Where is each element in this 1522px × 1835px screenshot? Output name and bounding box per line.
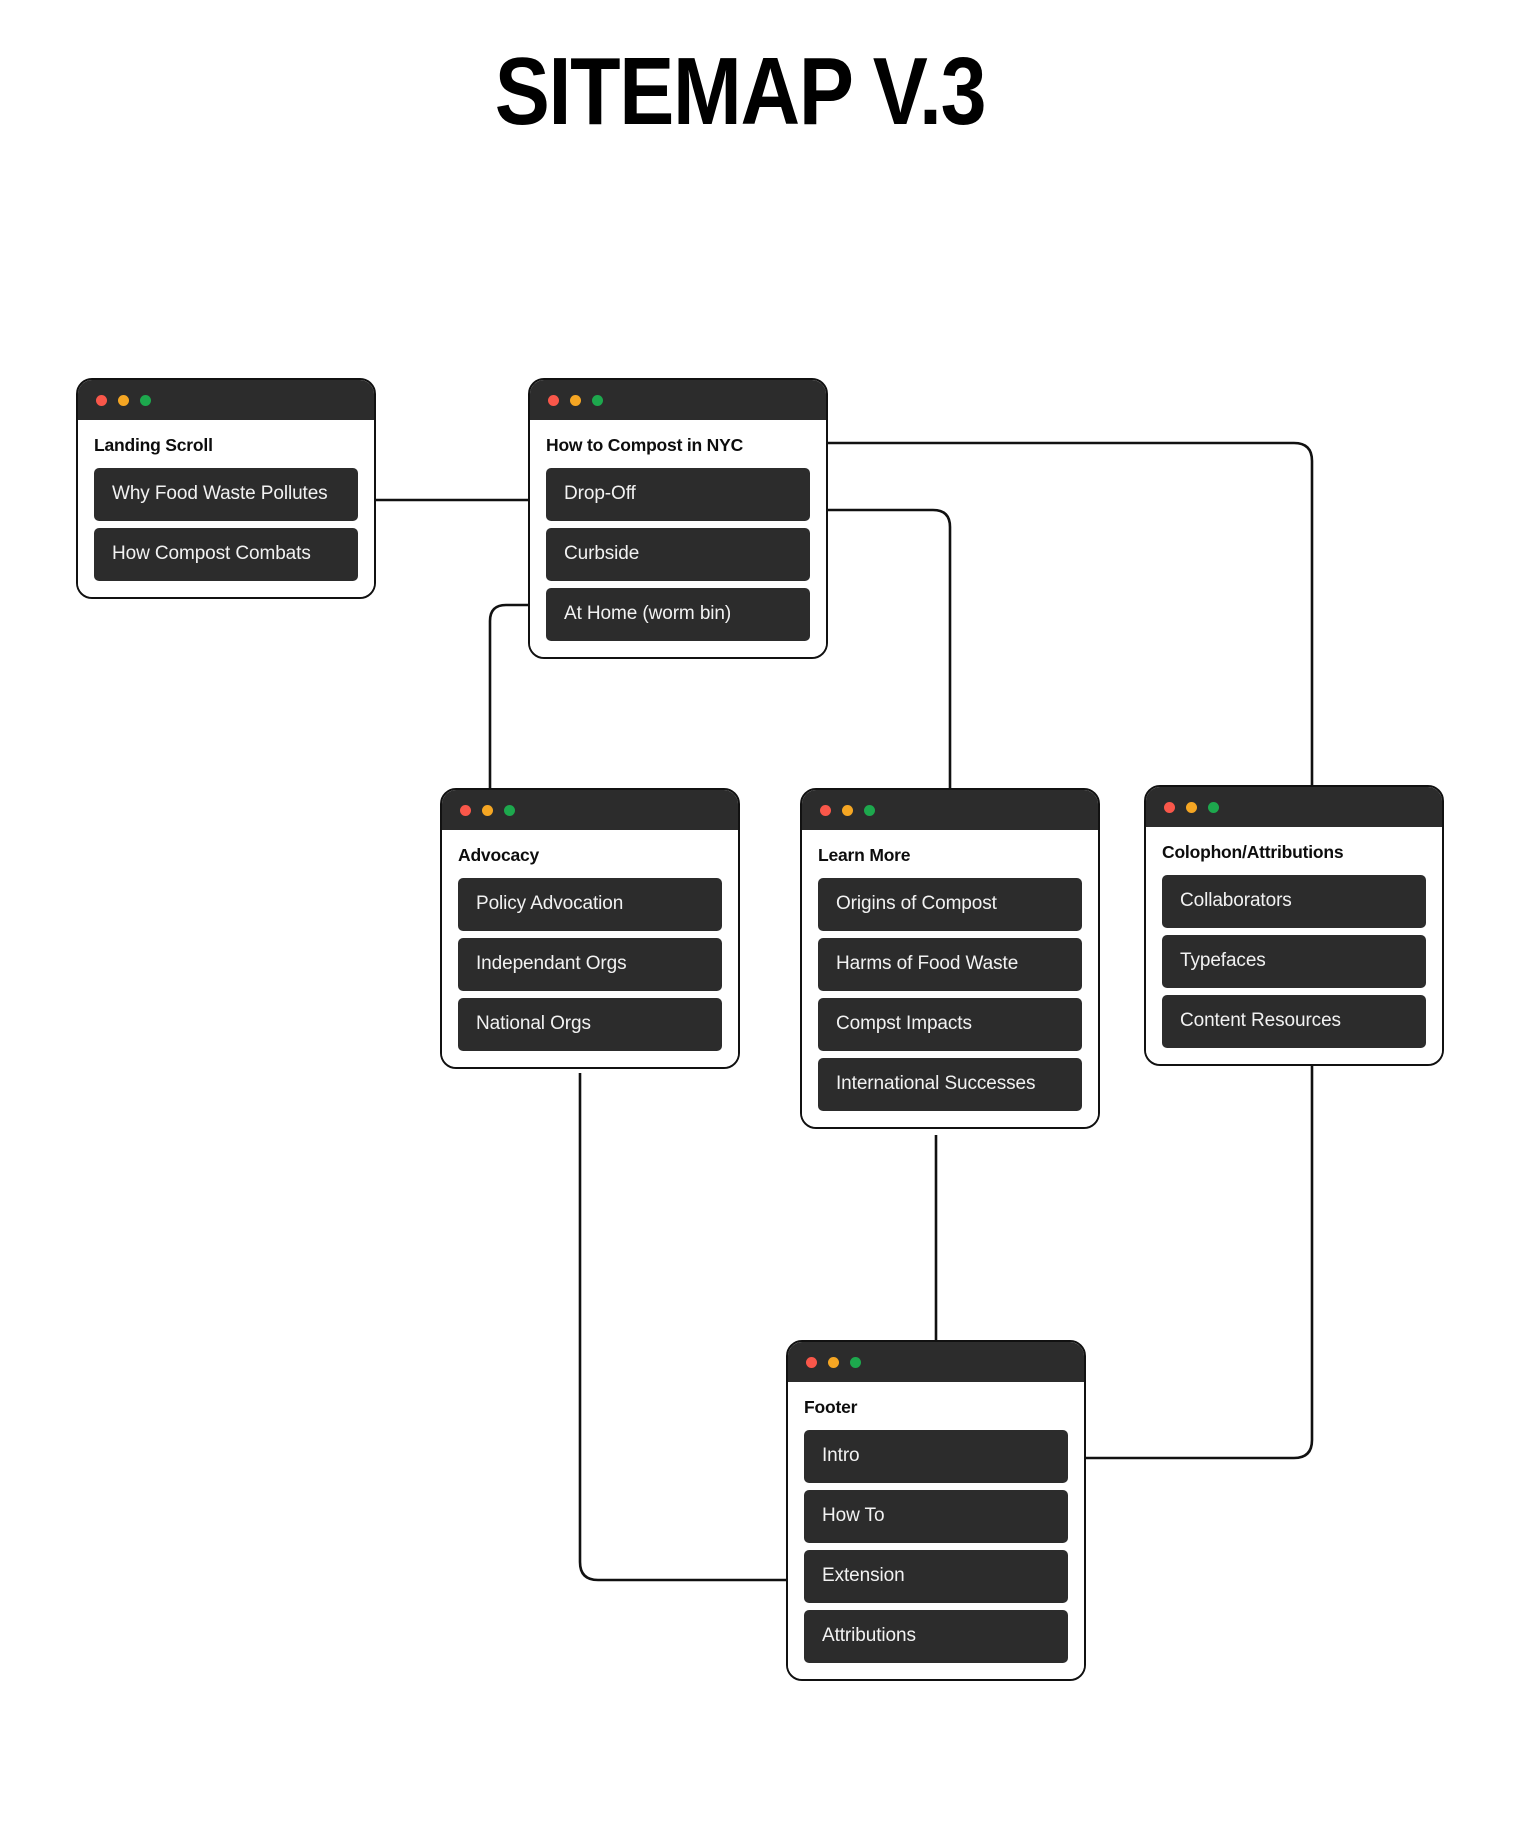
list-item[interactable]: Collaborators [1162, 875, 1426, 929]
close-dot[interactable] [806, 1356, 817, 1368]
card-advocacy[interactable]: Advocacy Policy Advocation Independant O… [440, 788, 740, 1070]
close-dot[interactable] [460, 804, 471, 816]
close-dot[interactable] [96, 394, 107, 406]
card-colophon-attributions[interactable]: Colophon/Attributions Collaborators Type… [1144, 785, 1444, 1067]
window-chrome [530, 380, 826, 420]
list-item[interactable]: Origins of Compost [818, 878, 1082, 932]
list-item[interactable]: Extension [804, 1550, 1068, 1604]
connector-howto-to-advocacy [488, 603, 528, 788]
card-body: Advocacy Policy Advocation Independant O… [442, 830, 738, 1068]
window-chrome [788, 1342, 1084, 1382]
list-item[interactable]: Curbside [546, 528, 810, 582]
window-chrome [442, 790, 738, 830]
card-title: Footer [804, 1397, 858, 1417]
card-body: Colophon/Attributions Collaborators Type… [1146, 827, 1442, 1065]
minimize-dot[interactable] [482, 804, 493, 816]
card-title: Colophon/Attributions [1162, 842, 1344, 862]
maximize-dot[interactable] [864, 804, 875, 816]
list-item[interactable]: Why Food Waste Pollutes [94, 468, 358, 522]
card-body: Learn More Origins of Compost Harms of F… [802, 830, 1098, 1128]
card-title: Advocacy [458, 845, 540, 865]
list-item[interactable]: Compst Impacts [818, 998, 1082, 1052]
minimize-dot[interactable] [570, 394, 581, 406]
card-title: How to Compost in NYC [546, 435, 744, 455]
list-item[interactable]: Harms of Food Waste [818, 938, 1082, 992]
close-dot[interactable] [820, 804, 831, 816]
card-title: Learn More [818, 845, 911, 865]
connector-advocacy-to-footer [578, 1073, 786, 1582]
minimize-dot[interactable] [828, 1356, 839, 1368]
list-item[interactable]: At Home (worm bin) [546, 588, 810, 642]
minimize-dot[interactable] [1186, 801, 1197, 813]
maximize-dot[interactable] [850, 1356, 861, 1368]
page-title: SITEMAP V.3 [494, 38, 987, 145]
card-footer[interactable]: Footer Intro How To Extension Attributio… [786, 1340, 1086, 1682]
window-chrome [802, 790, 1098, 830]
list-item[interactable]: International Successes [818, 1058, 1082, 1112]
window-chrome [1146, 787, 1442, 827]
list-item[interactable]: Typefaces [1162, 935, 1426, 989]
card-title: Landing Scroll [94, 435, 213, 455]
minimize-dot[interactable] [842, 804, 853, 816]
list-item[interactable]: Attributions [804, 1610, 1068, 1664]
list-item[interactable]: How Compost Combats [94, 528, 358, 582]
list-item[interactable]: Content Resources [1162, 995, 1426, 1049]
maximize-dot[interactable] [592, 394, 603, 406]
list-item[interactable]: National Orgs [458, 998, 722, 1052]
minimize-dot[interactable] [118, 394, 129, 406]
list-item[interactable]: How To [804, 1490, 1068, 1544]
maximize-dot[interactable] [504, 804, 515, 816]
close-dot[interactable] [548, 394, 559, 406]
card-learn-more[interactable]: Learn More Origins of Compost Harms of F… [800, 788, 1100, 1130]
maximize-dot[interactable] [140, 394, 151, 406]
window-chrome [78, 380, 374, 420]
card-body: Footer Intro How To Extension Attributio… [788, 1382, 1084, 1680]
card-landing-scroll[interactable]: Landing Scroll Why Food Waste Pollutes H… [76, 378, 376, 600]
connector-howto-to-learnmore [828, 508, 952, 788]
card-how-to-compost-in-nyc[interactable]: How to Compost in NYC Drop-Off Curbside … [528, 378, 828, 660]
maximize-dot[interactable] [1208, 801, 1219, 813]
close-dot[interactable] [1164, 801, 1175, 813]
list-item[interactable]: Policy Advocation [458, 878, 722, 932]
list-item[interactable]: Intro [804, 1430, 1068, 1484]
card-body: How to Compost in NYC Drop-Off Curbside … [530, 420, 826, 658]
card-body: Landing Scroll Why Food Waste Pollutes H… [78, 420, 374, 598]
list-item[interactable]: Drop-Off [546, 468, 810, 522]
list-item[interactable]: Independant Orgs [458, 938, 722, 992]
connector-howto-to-colophon [828, 441, 1314, 785]
